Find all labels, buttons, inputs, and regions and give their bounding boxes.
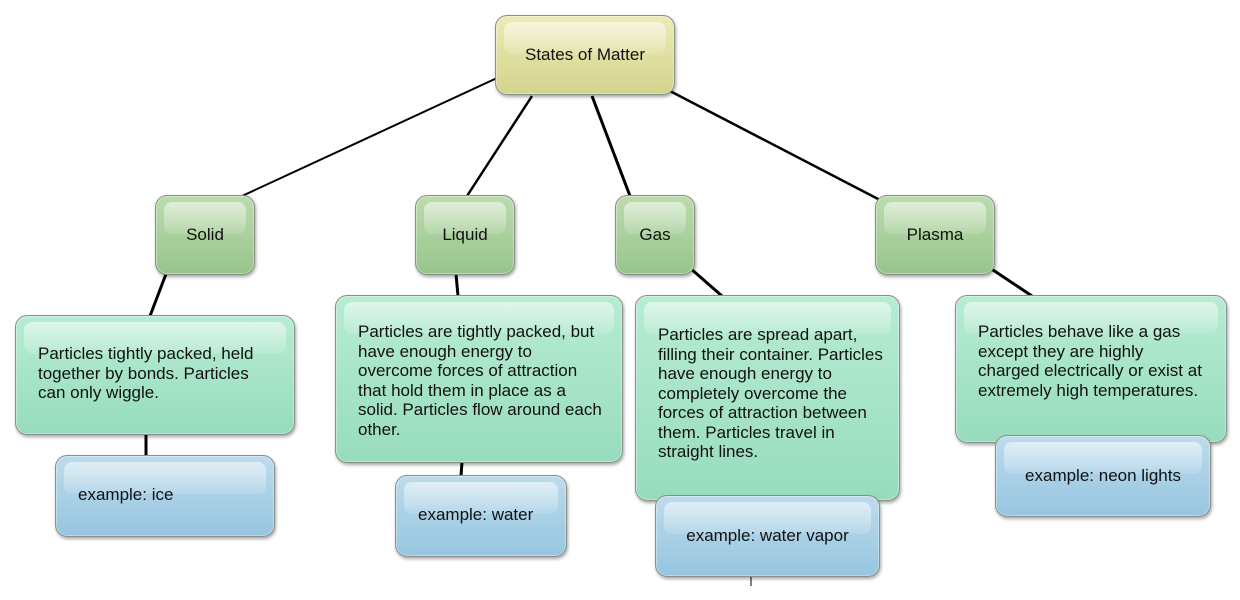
description-node-gas[interactable]: Particles are spread apart, filling thei…	[635, 295, 900, 501]
connector-root-solid	[241, 77, 498, 197]
state-label: Liquid	[442, 225, 488, 244]
state-label: Gas	[639, 225, 671, 244]
root-node[interactable]: States of Matter	[495, 15, 675, 95]
description-text: Particles are tightly packed, but have e…	[358, 322, 602, 439]
state-label: Solid	[186, 225, 224, 244]
connector-root-gas	[590, 95, 632, 197]
state-node-liquid[interactable]: Liquid	[415, 195, 515, 275]
example-text: example: water	[418, 505, 534, 524]
connector-solid-desc	[148, 273, 168, 317]
description-text: Particles behave like a gas except they …	[978, 322, 1202, 400]
state-node-plasma[interactable]: Plasma	[875, 195, 995, 275]
description-node-solid[interactable]: Particles tightly packed, held together …	[15, 315, 295, 435]
example-node-gas[interactable]: example: water vapor	[655, 495, 880, 577]
state-label: Plasma	[906, 225, 964, 244]
state-node-solid[interactable]: Solid	[155, 195, 255, 275]
example-text: example: neon lights	[1025, 466, 1181, 485]
connector-root-plasma	[667, 88, 881, 202]
example-node-liquid[interactable]: example: water	[395, 475, 567, 557]
root-label: States of Matter	[525, 45, 645, 64]
description-text: Particles tightly packed, held together …	[38, 344, 254, 402]
example-node-solid[interactable]: example: ice	[55, 455, 275, 537]
connector-plasma-desc	[989, 266, 1033, 298]
description-text: Particles are spread apart, filling thei…	[658, 325, 883, 461]
connector-root-liquid	[465, 95, 534, 197]
connector-gas-desc	[689, 266, 723, 298]
description-node-plasma[interactable]: Particles behave like a gas except they …	[955, 295, 1227, 443]
example-text: example: ice	[78, 485, 174, 504]
connector-liquid-desc	[454, 273, 460, 297]
example-text: example: water vapor	[686, 526, 849, 545]
state-node-gas[interactable]: Gas	[615, 195, 695, 275]
connector-liquid-example	[459, 461, 464, 477]
example-node-plasma[interactable]: example: neon lights	[995, 435, 1211, 517]
description-node-liquid[interactable]: Particles are tightly packed, but have e…	[335, 295, 623, 463]
